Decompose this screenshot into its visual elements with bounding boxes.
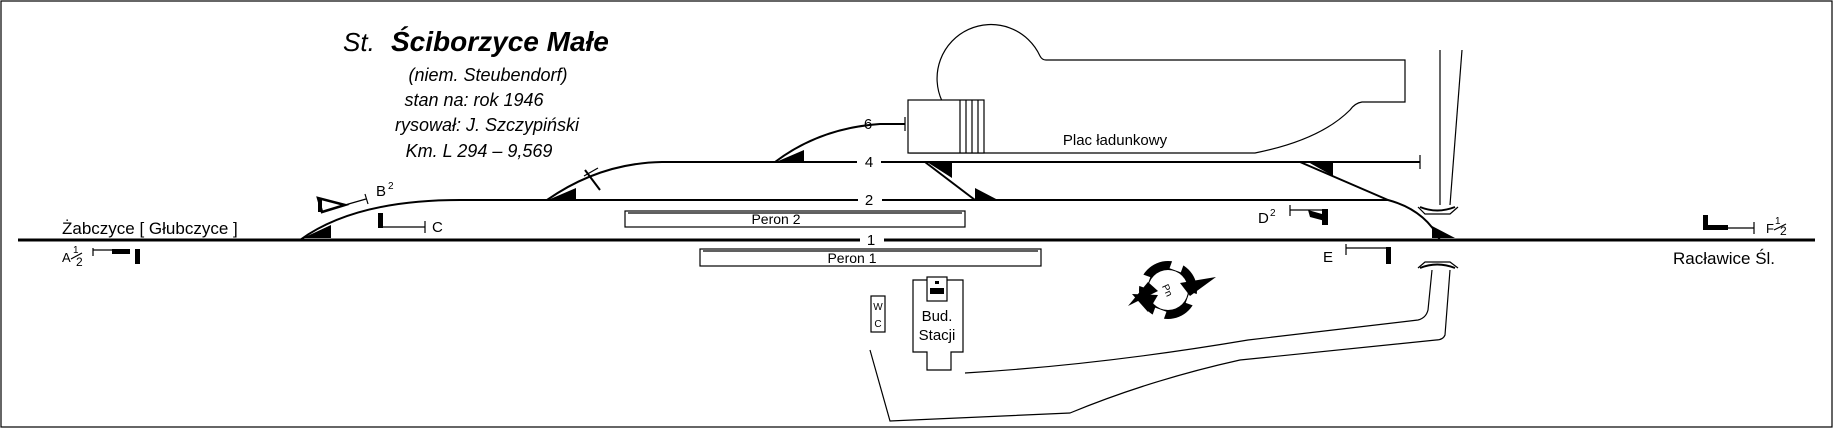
- track-2: 2: [299, 192, 1441, 241]
- signal-c: C: [378, 213, 443, 236]
- station-building: Bud. Stacji: [912, 276, 964, 371]
- loading-ramp: [907, 99, 985, 154]
- track-1: 1: [18, 230, 1815, 249]
- track-4-label: 4: [865, 154, 873, 171]
- loading-yard-label: Plac ładunkowy: [1063, 132, 1168, 149]
- signal-b2: B 2: [316, 181, 394, 214]
- compass-turntable: Pn: [1128, 259, 1216, 321]
- wc-building: W C: [870, 295, 886, 333]
- signal-e: E: [1323, 244, 1391, 266]
- platform-2-label: Peron 2: [751, 211, 800, 227]
- svg-text:2: 2: [1270, 208, 1276, 219]
- kilometre-marker: Km. L 294 – 9,569: [406, 141, 553, 161]
- svg-text:2: 2: [388, 181, 394, 192]
- german-name: (niem. Steubendorf): [408, 65, 567, 85]
- svg-text:W: W: [873, 302, 883, 313]
- state-date: stan na: rok 1946: [404, 90, 544, 110]
- author-credit: rysował: J. Szczypiński: [395, 115, 580, 135]
- signal-e-label: E: [1323, 249, 1333, 266]
- signal-c-label: C: [432, 219, 443, 236]
- track-6: 6: [774, 116, 906, 163]
- title-prefix: St.: [343, 27, 375, 57]
- svg-text:1: 1: [73, 245, 79, 256]
- svg-text:C: C: [874, 319, 881, 330]
- title-block: St. Ściborzyce Małe (niem. Steubendorf) …: [343, 26, 609, 161]
- station-building-label-1: Bud.: [922, 308, 953, 325]
- platform-1-label: Peron 1: [827, 250, 876, 266]
- signal-d-label: D: [1258, 210, 1269, 227]
- svg-text:2: 2: [76, 255, 83, 269]
- direction-left-label: Żabczyce [ Głubczyce ]: [62, 219, 238, 238]
- svg-text:1: 1: [1775, 216, 1781, 227]
- track-4: 4: [546, 154, 1421, 201]
- track-1-label: 1: [867, 232, 875, 249]
- track-2-label: 2: [865, 192, 873, 209]
- signal-a-label: A: [62, 250, 71, 265]
- platform-1: Peron 1: [699, 248, 1042, 267]
- signal-f: F 1 2: [1703, 215, 1787, 238]
- direction-right-label: Racławice Śl.: [1673, 249, 1775, 268]
- loading-yard: Plac ładunkowy: [907, 23, 1406, 154]
- track-6-label: 6: [864, 116, 872, 133]
- svg-text:2: 2: [1780, 224, 1787, 238]
- switch-points: [303, 150, 1455, 238]
- signal-a: A 1 2: [62, 245, 140, 269]
- signal-d2: D 2: [1258, 205, 1328, 227]
- page-title: Ściborzyce Małe: [391, 26, 609, 57]
- signal-b-label: B: [376, 183, 386, 200]
- derailer-mark: [583, 167, 601, 191]
- road-bridge: [869, 49, 1463, 422]
- station-building-label-2: Stacji: [919, 327, 956, 344]
- platform-2: Peron 2: [624, 210, 966, 228]
- signal-f-label: F: [1766, 221, 1774, 236]
- svg-text:Pn: Pn: [1159, 283, 1174, 299]
